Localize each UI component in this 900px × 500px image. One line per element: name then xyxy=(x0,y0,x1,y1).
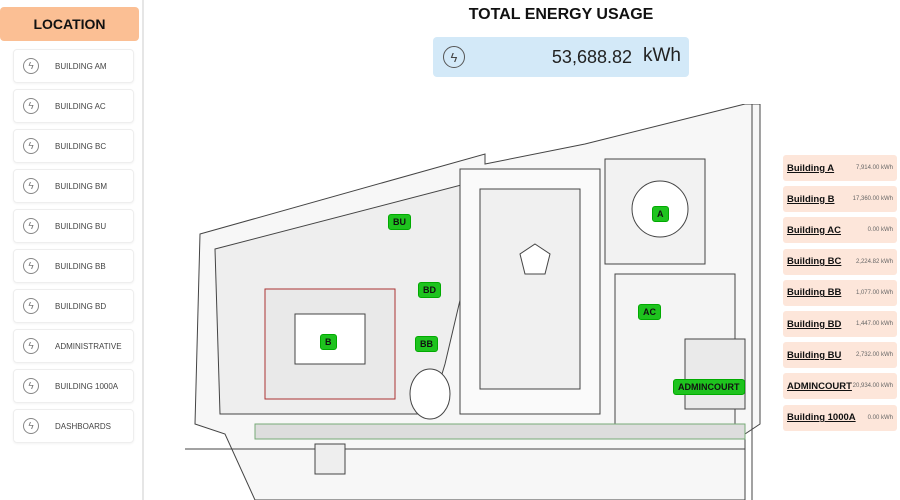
sidebar-item-label: ADMINISTRATIVE xyxy=(55,341,122,351)
sidebar-item-building-bd[interactable]: ϟ BUILDING BD xyxy=(13,289,134,323)
sidebar-item-building-bu[interactable]: ϟ BUILDING BU xyxy=(13,209,134,243)
lightning-icon: ϟ xyxy=(23,58,39,74)
sidebar-item-label: BUILDING BC xyxy=(55,141,107,151)
lightning-icon: ϟ xyxy=(23,418,39,434)
building-energy-value: 0.00 kWh xyxy=(867,414,893,421)
building-energy-card[interactable]: Building BC 2,224.82 kWh xyxy=(783,248,897,275)
sidebar-item-building-bc[interactable]: ϟ BUILDING BC xyxy=(13,129,134,163)
sidebar-item-dashboards[interactable]: ϟ DASHBOARDS xyxy=(13,409,134,443)
lightning-icon: ϟ xyxy=(23,98,39,114)
sidebar-item-building-ac[interactable]: ϟ BUILDING AC xyxy=(13,89,134,123)
lightning-icon: ϟ xyxy=(23,218,39,234)
map-marker-b[interactable]: B xyxy=(320,334,337,350)
sidebar-item-label: BUILDING BU xyxy=(55,221,107,231)
building-energy-card[interactable]: Building BU 2,732.00 kWh xyxy=(783,342,897,369)
building-energy-value: 0.00 kWh xyxy=(867,227,893,234)
sidebar-item-label: DASHBOARDS xyxy=(55,421,112,431)
map-marker-bd[interactable]: BD xyxy=(418,282,441,298)
map-marker-ac[interactable]: AC xyxy=(638,304,661,320)
sidebar-item-label: BUILDING BD xyxy=(55,301,107,311)
building-energy-value: 1,077.00 kWh xyxy=(855,289,893,296)
total-energy-card: ϟ 53,688.82 kWh xyxy=(433,37,689,77)
sidebar-item-label: BUILDING AM xyxy=(55,61,107,71)
building-energy-value: 1,447.00 kWh xyxy=(855,321,893,327)
building-name-link[interactable]: Building BU xyxy=(787,349,842,361)
building-name-link[interactable]: Building BB xyxy=(787,287,842,299)
building-energy-value: 2,224.82 kWh xyxy=(855,258,893,265)
building-energy-card[interactable]: Building A 7,914.00 kWh xyxy=(783,155,897,181)
total-energy-value: 53,688.82 xyxy=(551,47,632,67)
total-energy-unit: kWh xyxy=(643,45,681,66)
building-energy-value: 20,934.00 kWh xyxy=(852,383,893,390)
building-energy-value: 17,360.00 kWh xyxy=(852,196,893,203)
building-name-link[interactable]: Building BD xyxy=(787,318,842,330)
building-name-link[interactable]: Building B xyxy=(787,193,835,205)
sidebar-item-building-bm[interactable]: ϟ BUILDING BM xyxy=(13,169,134,203)
map-marker-bb[interactable]: BB xyxy=(415,336,438,352)
map-marker-bu[interactable]: BU xyxy=(388,214,411,230)
building-energy-card[interactable]: Building BB 1,077.00 kWh xyxy=(783,279,897,306)
sidebar-item-building-am[interactable]: ϟ BUILDING AM xyxy=(13,49,134,83)
sidebar-item-building-bb[interactable]: ϟ BUILDING BB xyxy=(13,249,134,283)
map-marker-admincourt[interactable]: ADMINCOURT xyxy=(673,379,745,395)
building-energy-card[interactable]: Building AC 0.00 kWh xyxy=(783,217,897,244)
building-energy-card[interactable]: Building 1000A 0.00 kWh xyxy=(783,404,897,431)
lightning-icon: ϟ xyxy=(23,138,39,154)
sidebar-item-label: BUILDING BM xyxy=(55,181,108,191)
building-name-link[interactable]: Building AC xyxy=(787,224,841,236)
building-name-link[interactable]: Building A xyxy=(787,162,835,174)
lightning-icon: ϟ xyxy=(23,298,39,314)
lightning-icon: ϟ xyxy=(23,258,39,274)
site-plan-map xyxy=(185,104,761,500)
sidebar-item-label: BUILDING AC xyxy=(55,101,106,111)
sidebar-item-label: BUILDING 1000A xyxy=(55,381,119,391)
lightning-icon: ϟ xyxy=(443,46,465,68)
lightning-icon: ϟ xyxy=(23,338,39,354)
map-marker-a[interactable]: A xyxy=(652,206,669,222)
sidebar-item-administrative[interactable]: ϟ ADMINISTRATIVE xyxy=(13,329,134,363)
building-name-link[interactable]: Building 1000A xyxy=(787,412,856,424)
location-header: LOCATION xyxy=(0,7,139,41)
lightning-icon: ϟ xyxy=(23,178,39,194)
building-energy-card[interactable]: Building BD 1,447.00 kWh xyxy=(783,311,897,337)
sidebar-item-building-1000a[interactable]: ϟ BUILDING 1000A xyxy=(13,369,134,403)
building-name-link[interactable]: Building BC xyxy=(787,256,842,268)
lightning-icon: ϟ xyxy=(23,378,39,394)
page-title: TOTAL ENERGY USAGE xyxy=(468,6,654,23)
building-energy-value: 2,732.00 kWh xyxy=(855,352,893,359)
sidebar-item-label: BUILDING BB xyxy=(55,261,106,271)
building-energy-value: 7,914.00 kWh xyxy=(855,165,893,171)
building-name-link[interactable]: ADMINCOURT xyxy=(787,380,852,392)
building-energy-card[interactable]: Building B 17,360.00 kWh xyxy=(783,186,897,213)
